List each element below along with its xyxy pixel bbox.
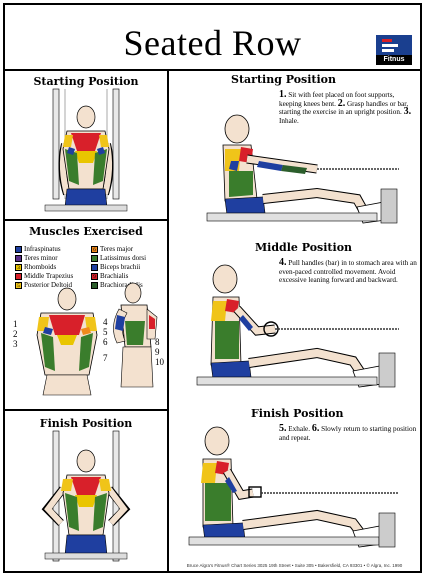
page-title: Seated Row — [123, 23, 302, 63]
muscles-exercised-panel: Muscles Exercised Infraspinatus Teres mi… — [5, 221, 167, 411]
legend-item: Brachioradialis — [91, 281, 143, 290]
exercise-chart-poster: Seated Row Fitnus Starting Position — [3, 3, 422, 573]
starting-position-back-panel: Starting Position — [5, 69, 167, 221]
callout-numbers-right: 8 9 10 — [155, 337, 164, 367]
brand-name: Fitnus — [376, 55, 412, 65]
muscle-diagram-back-illustration — [36, 282, 158, 396]
step-text-middle: 4. Pull handles (bar) in to stomach area… — [279, 257, 417, 285]
legend-swatch — [91, 264, 98, 271]
legend-swatch: 6 — [91, 246, 98, 253]
step-title-middle: Middle Position — [255, 241, 353, 254]
legend-swatch — [91, 255, 98, 262]
title-bar: Seated Row Fitnus — [5, 5, 420, 71]
back-view-finish-illustration — [41, 430, 131, 562]
legend-swatch — [15, 255, 22, 262]
legend-item: Infraspinatus — [15, 245, 61, 254]
step-title-finish: Finish Position — [251, 407, 344, 420]
right-column: Starting Position 1. Sit with feet place… — [167, 69, 422, 573]
side-view-middle-illustration — [196, 264, 399, 388]
finish-position-back-panel: Finish Position — [5, 411, 167, 573]
step-text-starting: 1. Sit with feet placed on foot supports… — [279, 89, 412, 125]
callout-numbers-left: 1 2 3 — [13, 319, 18, 349]
legend-item: Latissimus dorsi — [91, 254, 146, 263]
legend-item: Middle Trapezius — [15, 272, 73, 281]
brand-mark-icon — [376, 35, 412, 55]
side-view-start-illustration — [206, 114, 399, 224]
starting-position-back-title: Starting Position — [33, 75, 139, 88]
left-column: Starting Position — [5, 69, 169, 573]
legend-swatch — [15, 273, 22, 280]
legend-item: Teres minor — [15, 254, 58, 263]
legend-swatch: 5 — [15, 282, 22, 289]
legend-item: Biceps brachii — [91, 263, 140, 272]
back-view-start-illustration — [44, 88, 128, 212]
finish-position-back-title: Finish Position — [39, 417, 133, 430]
step-title-starting: Starting Position — [231, 73, 337, 86]
callout-numbers-middle: 4 5 6 7 — [103, 317, 108, 363]
legend-swatch: 9 — [91, 273, 98, 280]
legend-swatch: 3 — [15, 264, 22, 271]
side-view-finish-illustration — [188, 426, 399, 548]
step-text-finish: 5. Exhale. 6. Slowly return to starting … — [279, 423, 417, 442]
brand-logo: Fitnus — [376, 35, 412, 65]
legend-swatch — [15, 246, 22, 253]
legend-swatch — [91, 282, 98, 289]
footer-credits: Bruce Algra's Fitnus® Chart Series 3025 … — [186, 563, 403, 568]
muscles-exercised-title: Muscles Exercised — [29, 225, 143, 238]
